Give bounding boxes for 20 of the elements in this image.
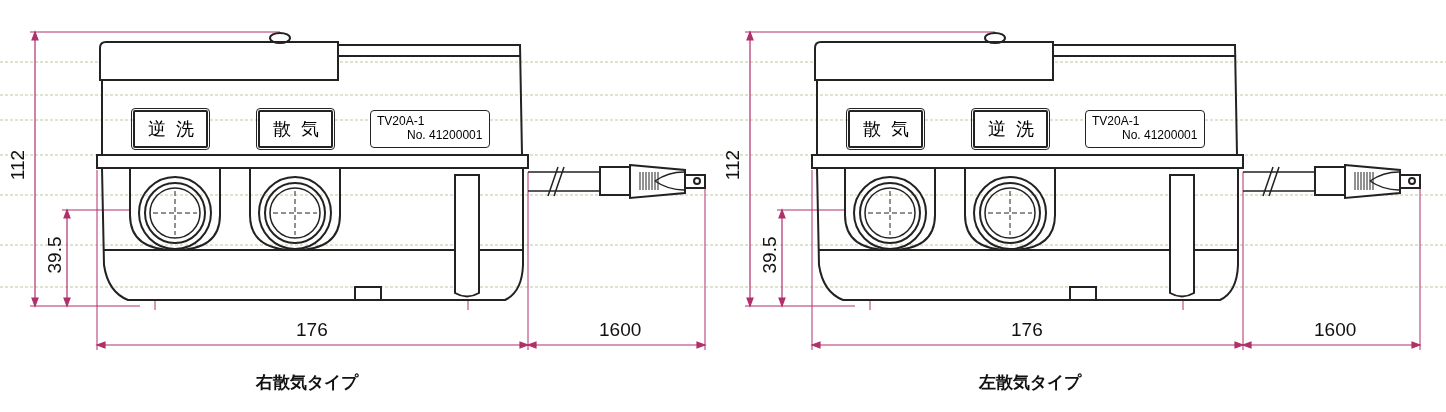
dimension-text: 1600 <box>599 319 642 341</box>
label-plate: 散気 <box>258 110 333 148</box>
dimension-text: 176 <box>296 319 328 341</box>
plate-text: TV20A-1 <box>377 114 425 128</box>
dimension-text: 1600 <box>1314 319 1357 341</box>
label-plate: 散気 <box>848 110 923 148</box>
name-plate <box>1085 110 1205 148</box>
plate-text: TV20A-1 <box>1092 114 1140 128</box>
dimension-text: 112 <box>7 149 30 181</box>
caption: 右散気タイプ <box>256 371 358 394</box>
name-plate <box>370 110 490 148</box>
label-plate: 逆洗 <box>133 110 208 148</box>
dimension-text: 112 <box>722 149 745 181</box>
dimension-text: 39.5 <box>44 236 66 274</box>
caption: 左散気タイプ <box>979 371 1081 394</box>
label-plate: 逆洗 <box>973 110 1048 148</box>
plate-text: No. 41200001 <box>1122 128 1198 142</box>
dimension-text: 176 <box>1011 319 1043 341</box>
plate-text: No. 41200001 <box>407 128 483 142</box>
dimension-text: 39.5 <box>759 236 781 274</box>
